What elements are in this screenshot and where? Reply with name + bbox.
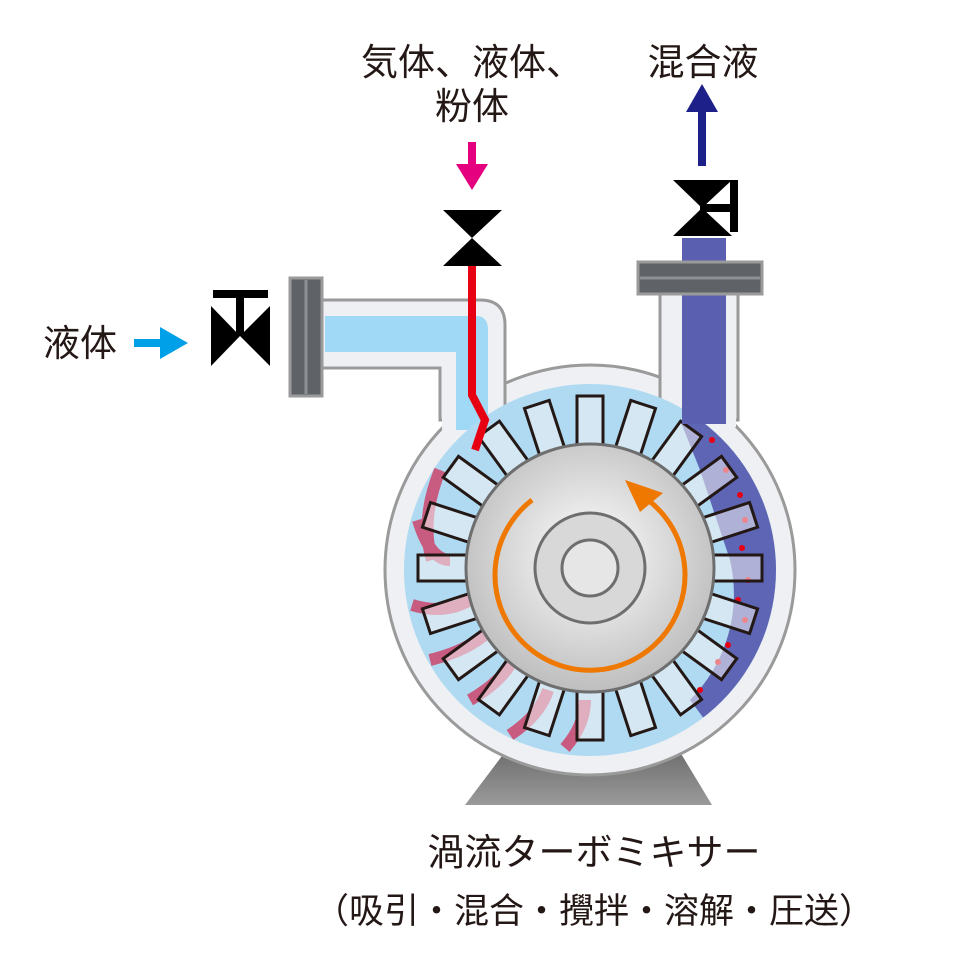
- liquid-input-label: 液体: [43, 322, 117, 365]
- mixed-output-label: 混合液: [648, 41, 759, 84]
- down-arrow-icon: [456, 142, 488, 190]
- gate-valve-icon: [211, 290, 270, 366]
- impeller-shaft: [560, 538, 620, 598]
- up-arrow-icon: [686, 84, 718, 166]
- clockwise-rotation-arrow-icon: [492, 480, 688, 673]
- gate-valve-icon: [673, 180, 738, 236]
- gas-input-label-line1: 気体、液体、: [361, 41, 583, 84]
- device-functions-label: （吸引・混合・攪拌・溶解・圧送）: [314, 892, 874, 932]
- right-arrow-icon: [134, 327, 188, 359]
- gate-valve-icon: [443, 210, 502, 266]
- gas-powder-feed-pipe: [468, 265, 490, 452]
- device-name-label: 渦流ターボミキサー: [428, 831, 761, 874]
- gas-input-label-line2: 粉体: [435, 85, 509, 128]
- liquid-inlet-pipe: [325, 316, 488, 430]
